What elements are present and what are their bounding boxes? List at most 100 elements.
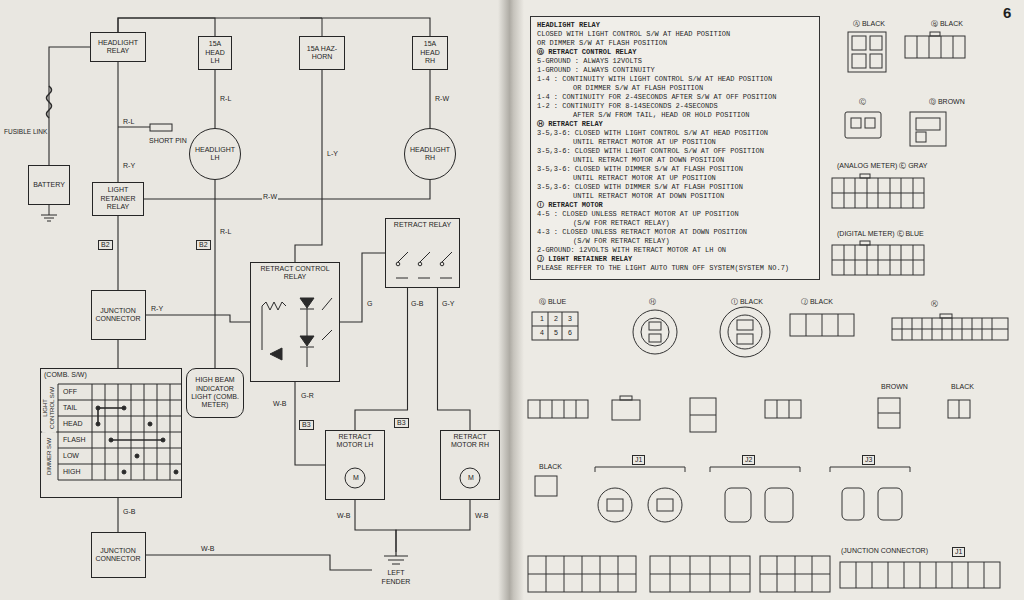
pin-number: 6 (567, 329, 573, 337)
wire-color: G-Y (441, 300, 455, 308)
table-cell: HEAD (62, 420, 83, 428)
wire-color: R-W (262, 193, 278, 201)
wire (295, 382, 325, 465)
description-line: 4-3 : CLOSED UNLESS RETRACT MOTOR AT DOW… (537, 228, 747, 237)
part-label: SHORT PIN (148, 137, 188, 145)
wire-color: R-Y (150, 305, 164, 313)
connector-caption: (DIGITAL METER) Ⓔ BLUE (836, 230, 925, 238)
wire (355, 500, 396, 552)
description-line: Ⓙ LIGHT RETAINER RELAY (537, 255, 632, 264)
description-line: HEADLIGHT RELAY (537, 21, 600, 30)
wire (117, 340, 118, 368)
part-label: FUSIBLE LINK (3, 128, 48, 135)
connector-caption: Ⓘ BLACK (730, 298, 764, 306)
table-cell: DIMMER S/W (46, 431, 53, 481)
wire-color: W-B (272, 400, 287, 408)
wire-color: R-L (219, 95, 232, 103)
connector-tag: B2 (98, 240, 113, 250)
description-line: Ⓖ RETRACT CONTROL RELAY (537, 48, 636, 57)
connector-caption: Ⓙ BLACK (800, 298, 834, 306)
ground-point: LEFT FENDER (372, 552, 420, 588)
pin-number: 2 (553, 315, 559, 323)
description-line: UNTIL RETRACT MOTOR AT UP POSITION (537, 174, 716, 183)
wire-color: R-L (219, 228, 232, 236)
wire-color: G-R (300, 392, 315, 400)
node-label: LEFT FENDER (374, 569, 418, 586)
wire-color: G-B (122, 508, 136, 516)
description-line: OR DIMMER S/W AT FLASH POSITION (537, 39, 667, 48)
node-label: LIGHT RETAINER RELAY (96, 186, 140, 211)
ground-symbol (41, 205, 57, 221)
pin-number: 3 (567, 315, 573, 323)
motor-symbol (345, 468, 480, 488)
wire (429, 70, 430, 128)
node-label: (COMB. S/W) (44, 371, 87, 379)
description-line: 3-5,3-6: CLOSED WITH LIGHT CONTROL S/W A… (537, 147, 764, 156)
description-line: OR DIMMER S/W AT FLASH POSITION (537, 84, 703, 93)
description-line: 3-5,3-6: CLOSED WITH LIGHT CONTROL S/W A… (537, 129, 768, 138)
relay-box: LIGHT RETAINER RELAY (92, 182, 144, 216)
description-line: CLOSED WITH LIGHT CONTROL S/W AT HEAD PO… (537, 30, 730, 39)
node-label: HEADLIGHT RELAY (94, 39, 142, 56)
connector-tag: B3 (299, 420, 314, 430)
description-line: 2-GROUND: 12VOLTS WITH RETRACT MOTOR AT … (537, 246, 726, 255)
table-cell: LIGHT CONTROL S/W (42, 383, 56, 433)
connector-tag: B3 (394, 418, 409, 428)
node-label: 15A HAZ-HORN (303, 45, 341, 62)
connector-caption: BLACK (538, 463, 563, 471)
description-line: Ⓘ RETRACT MOTOR (537, 201, 603, 210)
fuse-box: 15A HAZ-HORN (299, 36, 345, 70)
table-cell: FLASH (62, 436, 87, 444)
description-line: 3-5,3-6: CLOSED WITH DIMMER S/W AT FLASH… (537, 165, 743, 174)
connector-caption: (JUNCTION CONNECTOR) (840, 547, 929, 555)
table-cell: OFF (62, 388, 78, 396)
connector-caption: BLACK (950, 383, 975, 391)
wire-color: R-W (434, 95, 450, 103)
description-line: 1-4 : CONTINUITY WITH LIGHT CONTROL S/W … (537, 75, 772, 84)
node-label: RETRACT MOTOR RH (444, 433, 496, 450)
description-line: PLEASE REFFER TO THE LIGHT AUTO TURN OFF… (537, 264, 789, 273)
node-label: JUNCTION CONNECTOR (95, 307, 142, 324)
relay-box: RETRACT RELAY (385, 218, 460, 288)
node-label: JUNCTION CONNECTOR (95, 547, 142, 564)
node-label: RETRACT MOTOR LH (329, 433, 381, 450)
description-box: HEADLIGHT RELAYCLOSED WITH LIGHT CONTROL… (530, 16, 820, 280)
wire (146, 555, 373, 570)
bus-wire (300, 18, 322, 36)
page-number: 6 (1002, 4, 1012, 21)
connector-caption: BROWN (880, 383, 909, 391)
motor-box: RETRACT MOTOR LH (325, 430, 385, 500)
wire (146, 315, 251, 322)
description-line: Ⓗ RETRACT RELAY (537, 120, 603, 129)
fuse-box: 15A HEAD LH (198, 36, 232, 70)
motor-symbol: M (467, 474, 475, 482)
description-line: 5-GROUND : ALWAYS 12VOLTS (537, 57, 642, 66)
table-cell: TAIL (62, 404, 78, 412)
connector-caption: J2 (742, 455, 755, 465)
node-label: HIGH BEAM INDICATOR LIGHT (COMB. METER) (190, 376, 240, 410)
description-line: UNTIL RETRACT MOTOR AT UP POSITION (537, 138, 716, 147)
description-line: 1-2 : CONTINUITY FOR 8-14SECONDS 2-4SECO… (537, 102, 718, 111)
wire-color: R-Y (122, 162, 136, 170)
connector-caption: Ⓓ BROWN (928, 98, 966, 106)
node-label: 15A HEAD LH (202, 40, 228, 65)
connector-caption: J1 (952, 547, 965, 557)
wire (118, 18, 215, 36)
description-line: 3-5,3-6: CLOSED WITH DIMMER S/W AT FLASH… (537, 183, 743, 192)
ground-symbol (372, 552, 420, 566)
wire (355, 288, 408, 430)
node-label: 15A HEAD RH (416, 40, 444, 65)
wire (118, 18, 430, 36)
wire-color: W-B (336, 512, 351, 520)
description-line: AFTER S/W FROM TAIL, HEAD OR HOLD POSITI… (537, 111, 749, 120)
description-line: (S/W FOR RETRACT RELAY) (537, 237, 670, 246)
description-line: 1-4 : CONTINUITY FOR 2-4SECONDS AFTER S/… (537, 93, 776, 102)
junction-connector: JUNCTION CONNECTOR (91, 532, 146, 578)
node-label: HEADLIGHT LH (193, 146, 237, 163)
node-label: RETRACT RELAY (394, 221, 451, 229)
connector-caption: Ⓐ BLACK (852, 20, 886, 28)
table-cell: HIGH (62, 468, 82, 476)
connector-caption: J1 (632, 455, 645, 465)
